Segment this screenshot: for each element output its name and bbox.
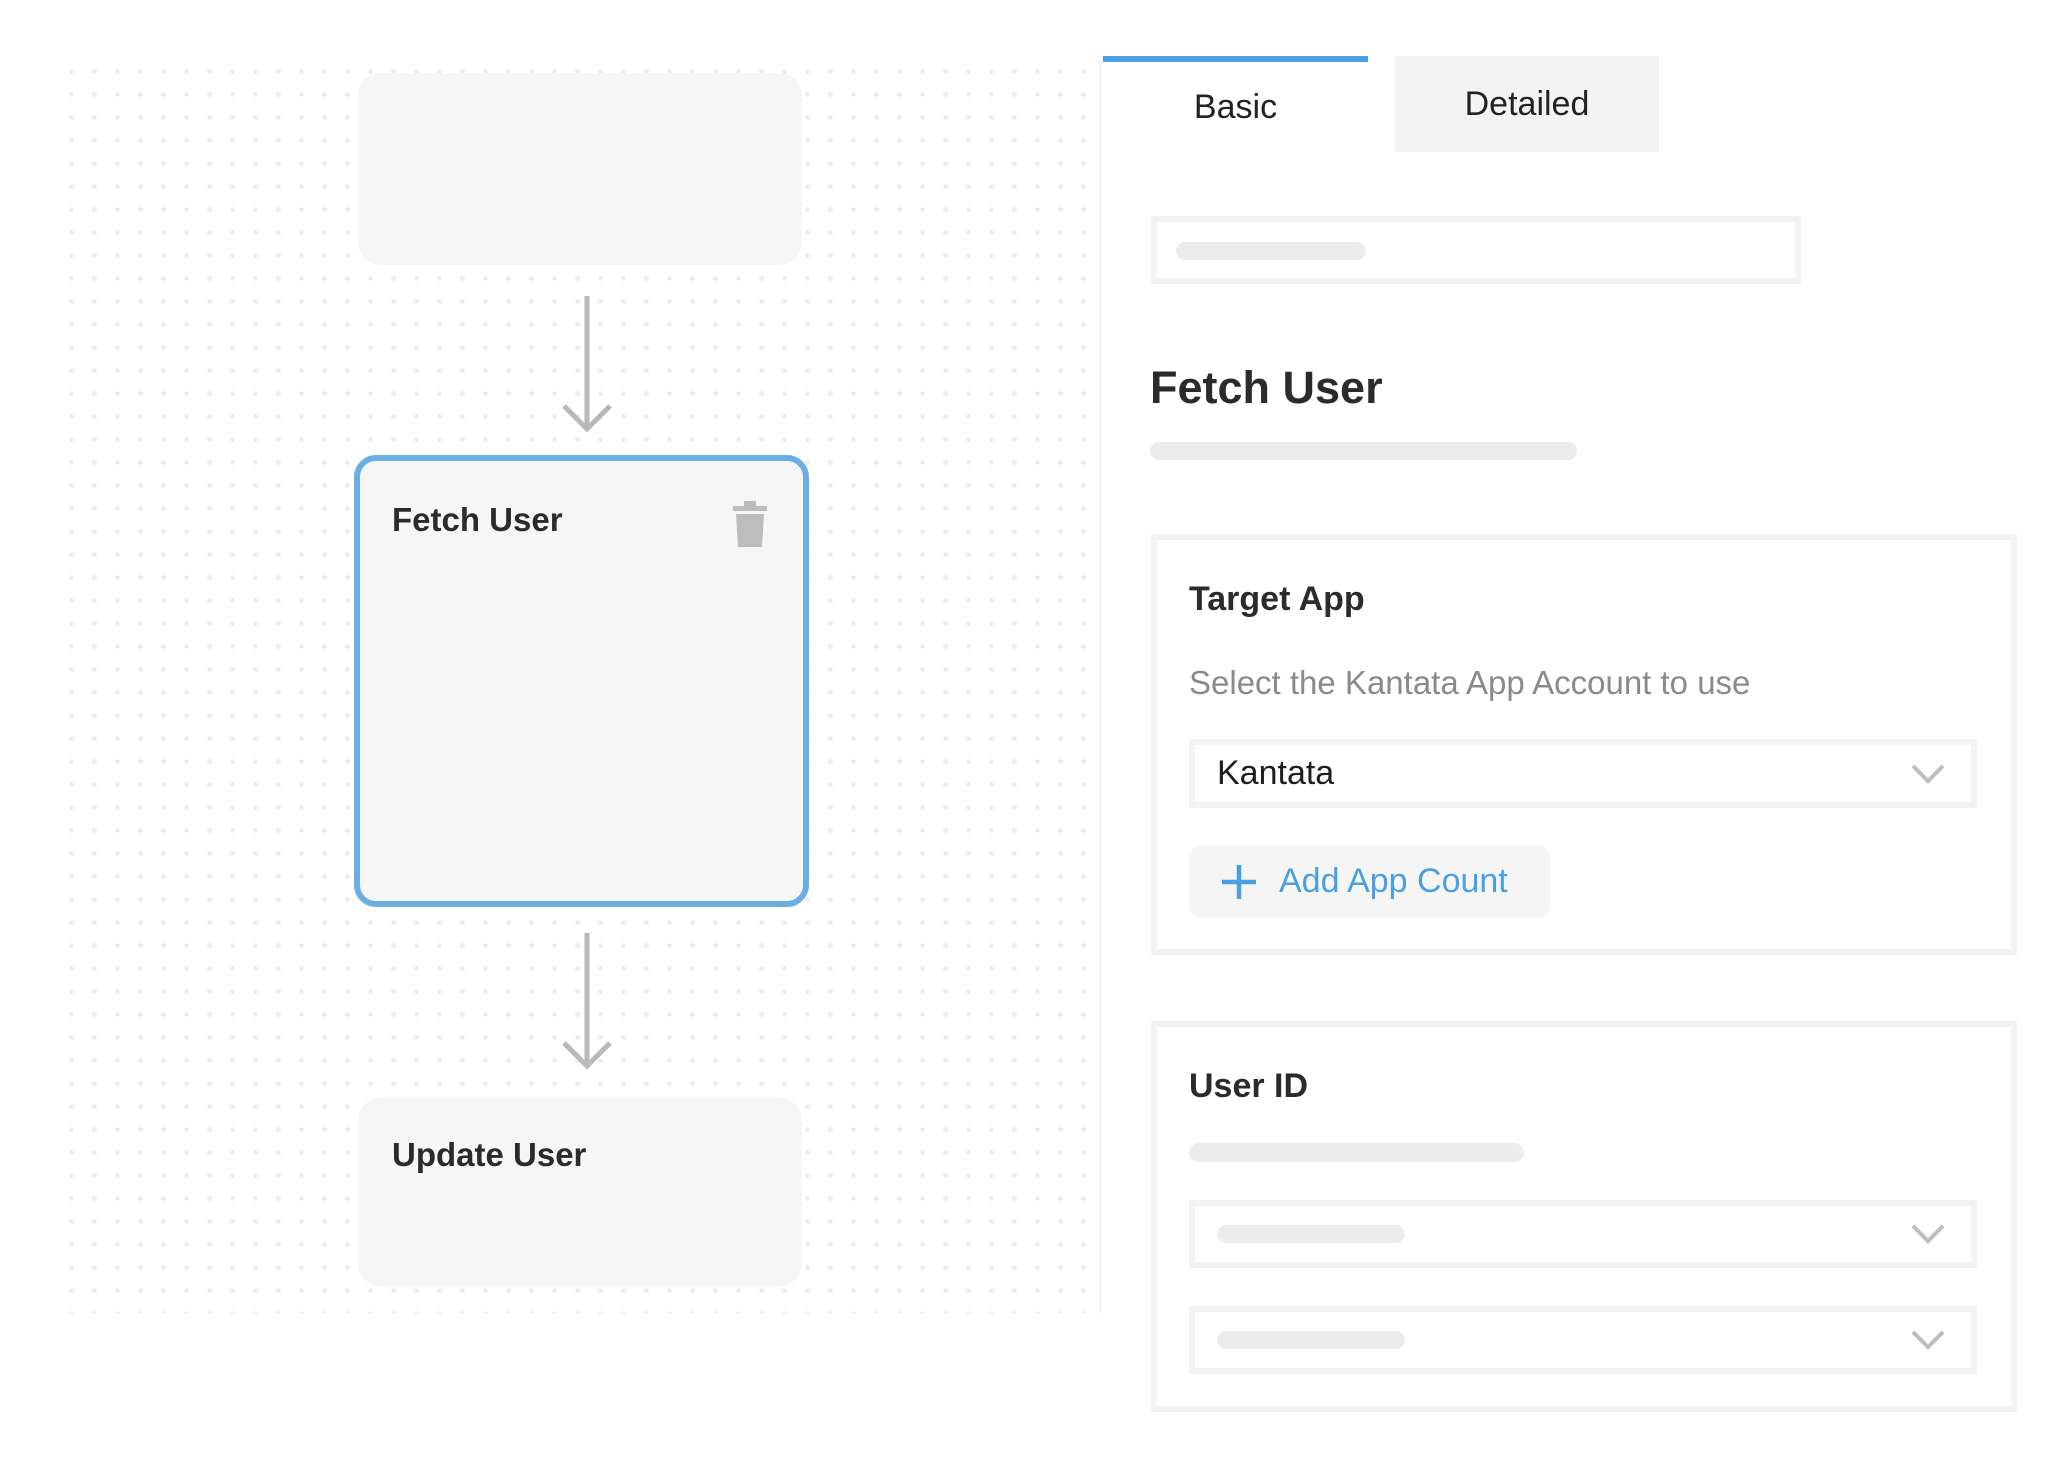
tab-basic[interactable]: Basic [1103, 56, 1368, 152]
target-app-label: Target App [1189, 580, 1365, 618]
target-app-card: Target App Select the Kantata App Accoun… [1151, 534, 2017, 955]
chevron-down-icon [1911, 1330, 1945, 1350]
workflow-node-fetch-user[interactable]: Fetch User [354, 455, 809, 907]
chevron-down-icon [1911, 764, 1945, 784]
user-id-label: User ID [1189, 1067, 1309, 1105]
target-app-select[interactable]: Kantata [1189, 739, 1977, 808]
user-id-card: User ID [1151, 1021, 2017, 1412]
placeholder-bar [1217, 1331, 1405, 1349]
tab-detailed[interactable]: Detailed [1395, 56, 1659, 152]
connector-arrow-icon [562, 933, 612, 1070]
connector-arrow-icon [562, 296, 612, 433]
placeholder-bar [1217, 1225, 1405, 1243]
panel-title: Fetch User [1150, 362, 1383, 413]
placeholder-bar [1176, 242, 1366, 260]
name-input[interactable] [1151, 216, 1801, 284]
trash-icon[interactable] [732, 501, 768, 547]
node-title: Update User [392, 1136, 587, 1173]
node-title: Fetch User [392, 501, 563, 538]
tab-label: Basic [1193, 87, 1278, 126]
chevron-down-icon [1911, 1224, 1945, 1244]
plus-icon [1222, 864, 1256, 899]
add-app-count-label: Add App Count [1279, 862, 1508, 900]
workflow-node-update-user[interactable]: Update User [358, 1098, 802, 1286]
workflow-node-placeholder[interactable] [358, 73, 802, 265]
target-app-description: Select the Kantata App Account to use [1189, 664, 1751, 701]
placeholder-bar [1189, 1143, 1524, 1162]
tab-label: Detailed [1464, 84, 1590, 123]
add-app-count-button[interactable]: Add App Count [1189, 845, 1550, 918]
panel-divider [1099, 60, 1102, 1313]
select-value: Kantata [1217, 754, 1335, 792]
user-id-select-2[interactable] [1189, 1306, 1977, 1374]
placeholder-bar [1150, 442, 1577, 460]
user-id-select-1[interactable] [1189, 1200, 1977, 1268]
